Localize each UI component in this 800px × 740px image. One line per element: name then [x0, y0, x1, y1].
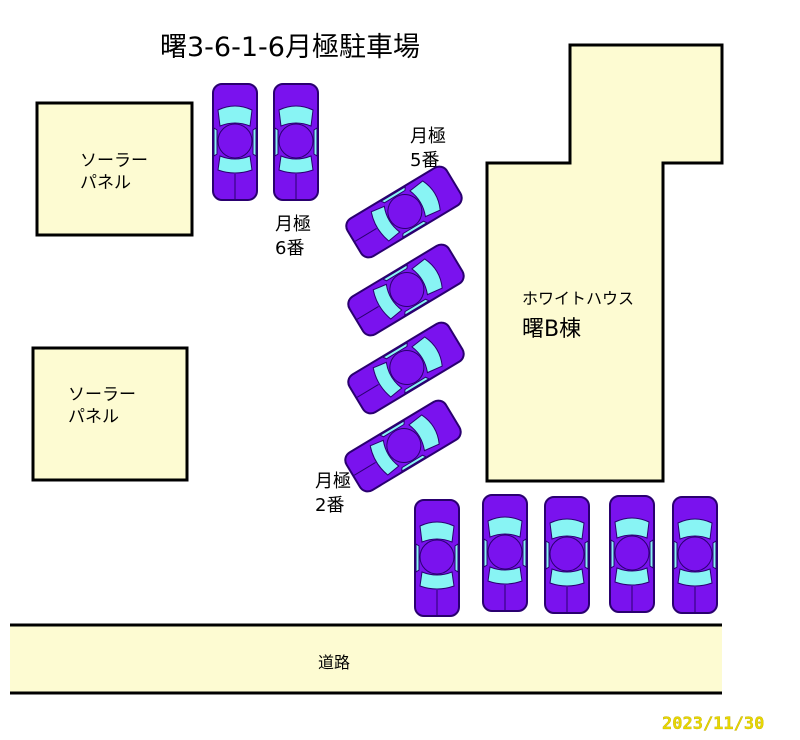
building-name: ホワイトハウス: [522, 289, 634, 308]
car-icon: [273, 83, 319, 201]
road: 道路: [10, 623, 722, 695]
spot-label-line: 月極: [275, 214, 311, 235]
solar-panel-label: ソーラー: [80, 151, 148, 171]
road-label: 道路: [318, 653, 350, 672]
car-icon: [672, 496, 718, 614]
spot-label-line: 5番: [410, 150, 439, 171]
solar-panel-1: ソーラー パネル: [35, 101, 194, 237]
spot-label-line: 2番: [315, 495, 344, 516]
car-icon: [544, 496, 590, 614]
spot-label-line: 月極: [315, 471, 351, 492]
spot-label-5: 月極 5番: [410, 126, 446, 171]
spot-label-line: 月極: [410, 126, 446, 147]
car-icon: [212, 83, 258, 201]
solar-panel-label: パネル: [68, 407, 119, 427]
solar-panel-2: ソーラー パネル: [31, 346, 189, 482]
solar-panel-label: ソーラー: [68, 385, 136, 405]
car-icon: [414, 499, 460, 617]
spot-label-6: 月極 6番: [275, 214, 311, 259]
solar-panel-label: パネル: [80, 173, 131, 193]
car-icon: [343, 318, 469, 418]
spot-label-line: 6番: [275, 238, 304, 259]
date-stamp: 2023/11/30: [662, 714, 764, 734]
car-icon: [482, 494, 528, 612]
car-icon: [609, 495, 655, 613]
car-icon: [340, 396, 466, 496]
spot-label-2: 月極 2番: [315, 471, 351, 516]
building-wing: 曙B棟: [522, 317, 581, 342]
building-white-house: ホワイトハウス 曙B棟: [485, 43, 724, 483]
page-title: 曙3-6-1-6月極駐車場: [160, 32, 420, 63]
